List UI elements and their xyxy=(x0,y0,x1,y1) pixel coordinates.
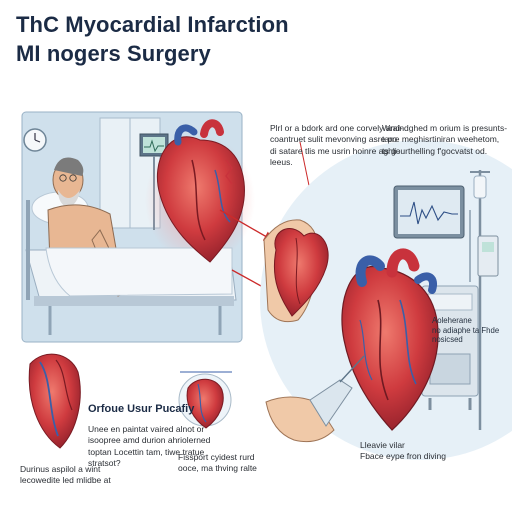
heart-illustration-large xyxy=(341,248,439,431)
caption-line: ooce, ma thving ralte xyxy=(178,463,257,474)
caption-bottom-right: Lleavie vilar Fbace eype fron diving xyxy=(360,440,446,463)
caption-top-right: Wraindghed m orium is presunts- tarre me… xyxy=(382,123,507,157)
section-heading: Orfoue Usur Pucafiy xyxy=(88,403,195,415)
caption-line: stratsot? xyxy=(88,458,121,469)
monitor-label-line: Aoleherane xyxy=(432,316,472,325)
monitor-label-line: nosicsed xyxy=(432,335,463,345)
hand-holding-heart xyxy=(263,219,329,323)
caption-line: Plrl or a bdork ard one corvely and- xyxy=(270,123,403,133)
surgeon-hand xyxy=(265,355,365,443)
caption-line: ts gourthelling f'gocvatst od. xyxy=(382,145,488,156)
caption-line: lecowedite led mlidbe at xyxy=(20,475,111,486)
caption-line: toptan Locettin tam, tiwe tratue xyxy=(88,446,205,457)
heart-inset-left xyxy=(28,353,81,449)
caption-line: coantruet sulit mevonving asre po xyxy=(270,134,398,145)
caption-bottom-small: Fissport cyidest rurd ooce, ma thving ra… xyxy=(178,452,257,475)
patient-figure xyxy=(45,157,233,297)
caption-top-middle: Plrl or a bdork ard one corvely and- coa… xyxy=(270,123,403,169)
caption-line: Unee en paintat vaired alnot or xyxy=(88,424,205,434)
page-title: ThC Myocardial Infarction xyxy=(16,12,289,37)
iv-stand xyxy=(470,170,499,430)
hospital-room-panel xyxy=(21,111,255,343)
page-subtitle: MI nogers Surgery xyxy=(16,41,211,66)
caption-bottom-center: Unee en paintat vaired alnot or isoopree… xyxy=(88,424,210,470)
heart-illustration-room xyxy=(156,119,245,263)
caption-bottom-left: Durinus aspilol a wint lecowedite led ml… xyxy=(20,464,111,487)
monitor-label-line: no adiaphe ta Fhde xyxy=(432,325,500,335)
caption-line: Wraindghed m orium is presunts- xyxy=(382,123,508,133)
waveform-monitor xyxy=(393,185,465,239)
arrow-to-hand xyxy=(219,209,275,242)
caption-line: Fissport cyidest rurd xyxy=(178,452,255,462)
caption-line: di satare tlis me usrin hoinre aghli- xyxy=(270,145,400,156)
caption-line: Lleavie vilar xyxy=(360,440,405,450)
caption-line: leeus. xyxy=(270,157,293,168)
heart-inset-center xyxy=(178,371,232,429)
monitor-label: Aoleherane no adiaphe ta Fhde nosicsed xyxy=(432,316,506,345)
wall-clock-icon xyxy=(23,128,47,152)
caption-line: Durinus aspilol a wint xyxy=(20,464,101,474)
caption-line: tarre meghisrtiniran weehetom, xyxy=(382,134,500,145)
caption-line: isoopree amd durion ahriolerned xyxy=(88,435,211,446)
caption-line: Fbace eype fron diving xyxy=(360,451,446,462)
vital-monitor-icon xyxy=(139,133,169,230)
